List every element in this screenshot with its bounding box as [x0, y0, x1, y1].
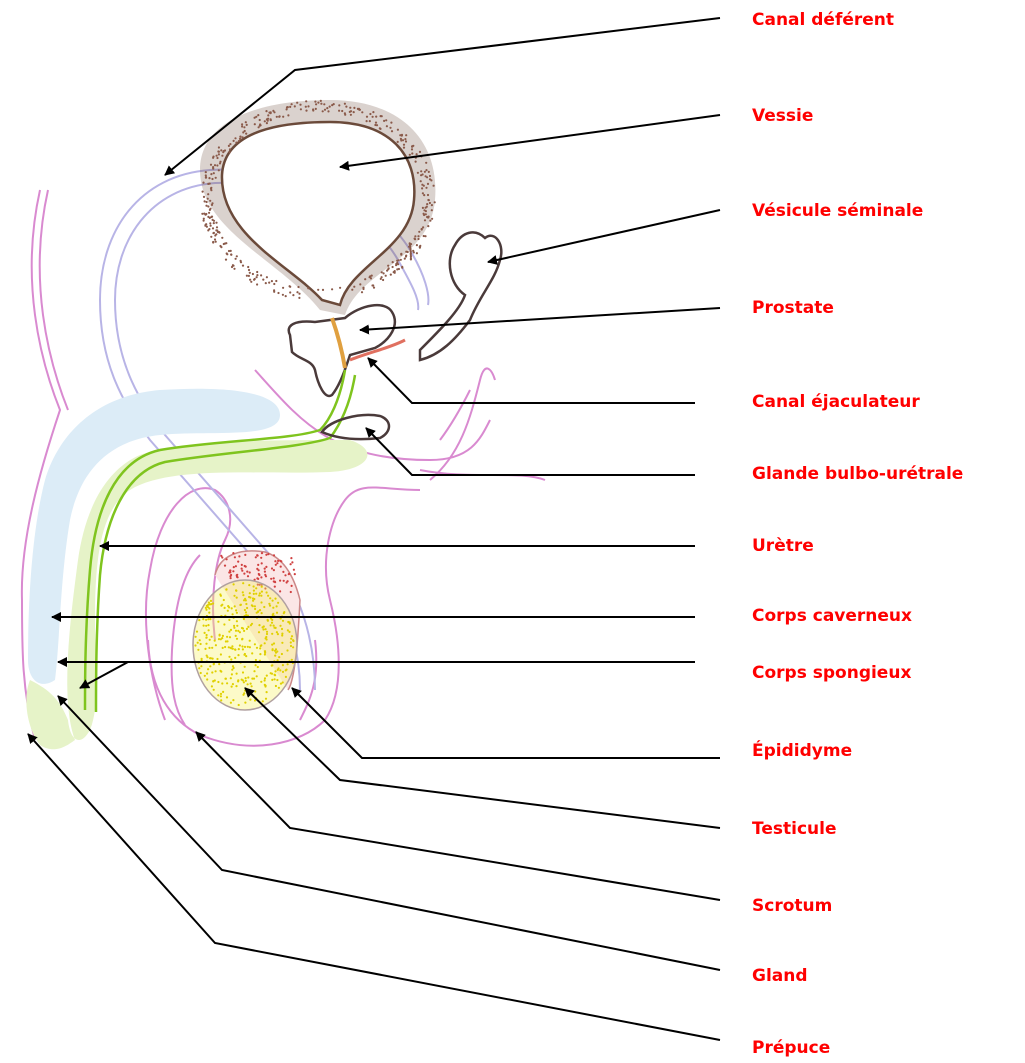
label-corps-caverneux: Corps caverneux — [752, 606, 912, 626]
bulbourethral-gland-shape — [322, 415, 389, 439]
label-gland: Gland — [752, 966, 808, 986]
label-prepuce: Prépuce — [752, 1038, 830, 1058]
leader-prostate — [360, 308, 720, 330]
label-epididyme: Épididyme — [752, 741, 852, 761]
leader-prepuce — [28, 734, 720, 1040]
label-testicule: Testicule — [752, 819, 836, 839]
testis-shape — [193, 580, 297, 710]
ejaculatory-duct-shape — [350, 340, 405, 360]
leader-vesicule-seminale — [488, 210, 720, 262]
bladder-shape — [200, 100, 436, 315]
label-canal-ejaculateur: Canal éjaculateur — [752, 392, 920, 412]
label-scrotum: Scrotum — [752, 896, 832, 916]
label-vessie: Vessie — [752, 106, 813, 126]
label-canal-deferent: Canal déférent — [752, 10, 894, 30]
label-glande-bulbo-uretrale: Glande bulbo-urétrale — [752, 464, 963, 484]
label-uretre: Urètre — [752, 536, 814, 556]
prostatic-urethra-shape — [332, 318, 345, 368]
leader-glande-bulbo-uretrale — [366, 428, 695, 475]
leader-canal-ejaculateur — [368, 358, 695, 403]
label-vesicule-seminale: Vésicule séminale — [752, 201, 923, 221]
label-prostate: Prostate — [752, 298, 834, 318]
leader-epididyme — [292, 688, 720, 758]
seminal-vesicle-shape — [420, 232, 501, 360]
label-corps-spongieux: Corps spongieux — [752, 663, 911, 683]
leader-gland — [58, 696, 720, 970]
